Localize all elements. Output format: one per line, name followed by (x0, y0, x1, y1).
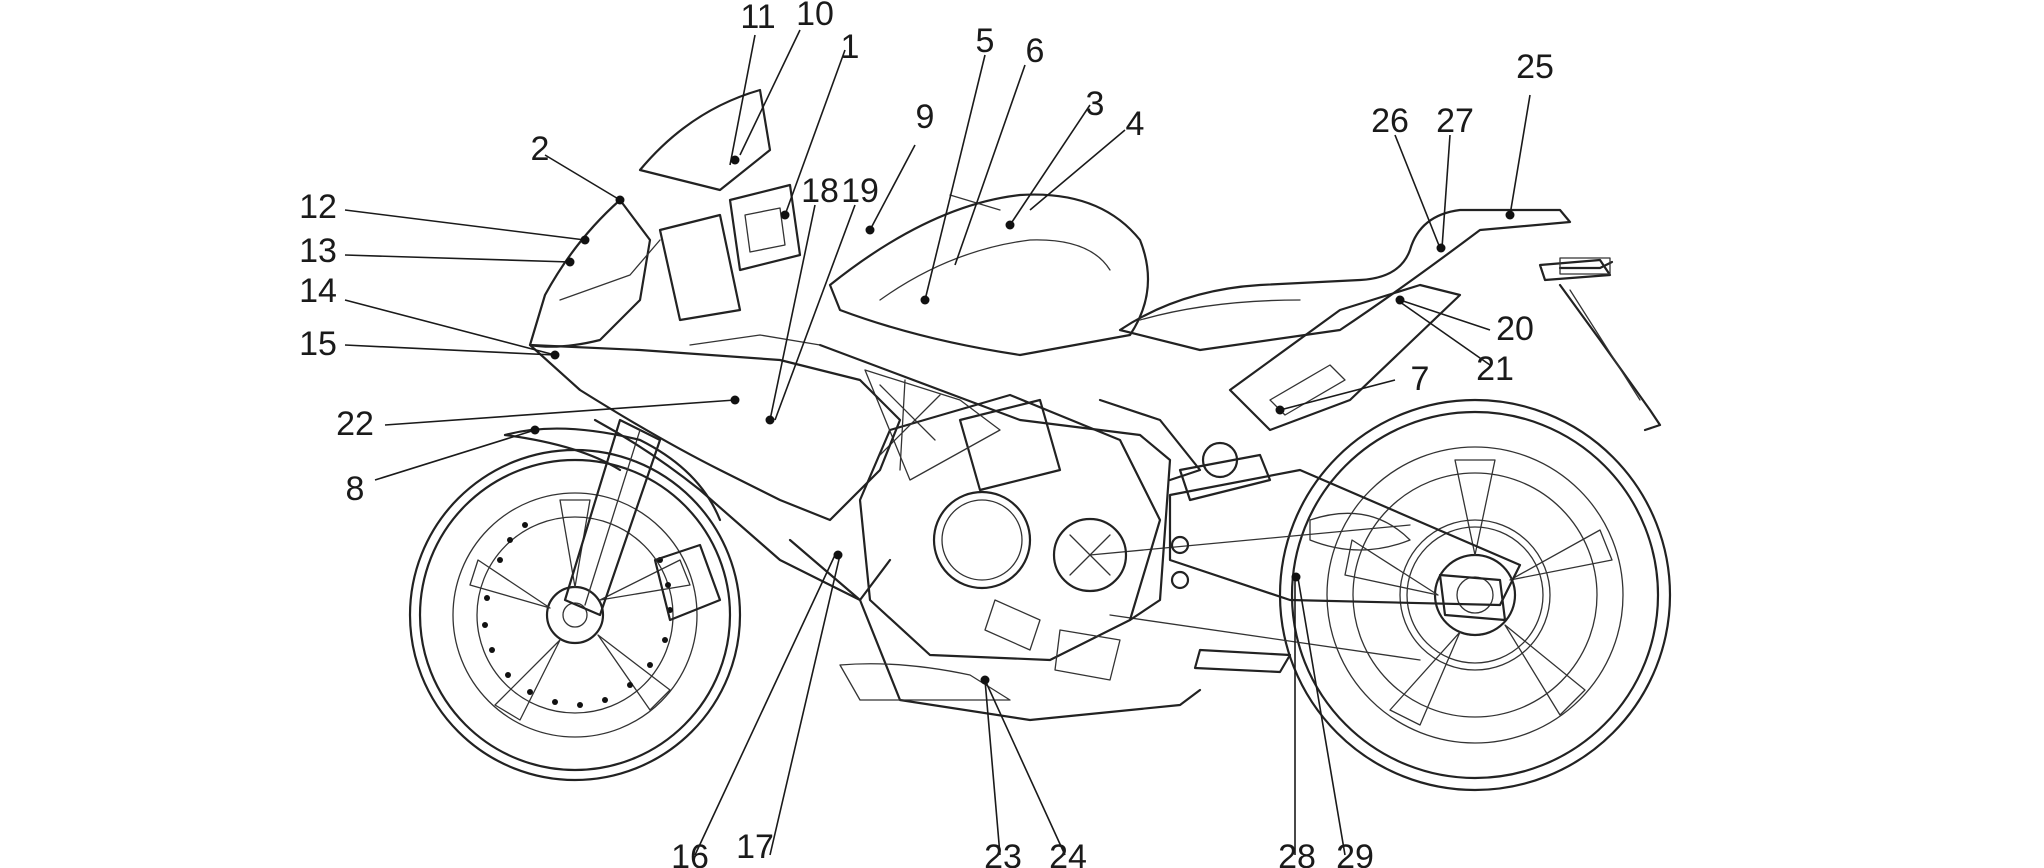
callout-1: 1 (841, 28, 860, 66)
callout-6: 6 (1026, 32, 1045, 70)
leader-24 (984, 679, 1066, 856)
leader-26 (1394, 134, 1441, 249)
callout-25: 25 (1516, 48, 1554, 86)
callout-2: 2 (531, 130, 550, 168)
leader-21 (1399, 301, 1491, 366)
leader-10 (739, 29, 801, 156)
leader-25 (1509, 94, 1531, 216)
callout-14: 14 (299, 272, 337, 310)
swingarm (1168, 468, 1522, 622)
callout-29: 29 (1336, 838, 1374, 868)
motorcycle-drawing (408, 88, 1672, 792)
leader-22 (384, 399, 736, 426)
leader-23 (984, 679, 1001, 856)
rearsets (1170, 453, 1292, 674)
leader-2 (544, 154, 621, 201)
front-fork (503, 418, 722, 622)
callout-4: 4 (1126, 105, 1145, 143)
callout-12: 12 (299, 188, 337, 226)
location-dots (530, 155, 1515, 685)
callout-numbers: 1 2 3 4 5 6 7 8 9 10 11 12 13 14 15 16 1… (299, 0, 1554, 868)
callout-13: 13 (299, 232, 337, 270)
callout-24: 24 (1049, 838, 1087, 868)
tail-bracket (1558, 257, 1614, 275)
seat-tail (1118, 208, 1662, 432)
leader-18 (769, 204, 816, 421)
leader-5 (924, 54, 986, 301)
callout-17: 17 (736, 828, 774, 866)
leader-19 (774, 204, 856, 421)
callout-26: 26 (1371, 102, 1409, 140)
callout-8: 8 (346, 470, 365, 508)
callout-22: 22 (336, 405, 374, 443)
leader-14 (344, 299, 556, 356)
leader-17 (769, 554, 841, 856)
callout-5: 5 (976, 22, 995, 60)
callout-19: 19 (841, 172, 879, 210)
leader-13 (344, 254, 571, 263)
engine (858, 393, 1162, 681)
leader-27 (1441, 134, 1451, 249)
callout-20: 20 (1496, 310, 1534, 348)
leader-3 (1009, 104, 1091, 226)
callout-3: 3 (1086, 85, 1105, 123)
leader-6 (954, 64, 1026, 266)
callout-18: 18 (801, 172, 839, 210)
callout-9: 9 (916, 98, 935, 136)
callout-10: 10 (796, 0, 834, 33)
leader-11 (729, 34, 756, 166)
callout-28: 28 (1278, 838, 1316, 868)
leader-9 (869, 144, 916, 231)
leader-4 (1029, 129, 1126, 211)
callout-21: 21 (1476, 350, 1514, 388)
callout-23: 23 (984, 838, 1022, 868)
leader-16 (694, 554, 836, 856)
fuel-tank (828, 193, 1150, 357)
callout-15: 15 (299, 325, 337, 363)
callout-11: 11 (740, 0, 775, 36)
rear-wheel (1089, 398, 1672, 792)
leader-15 (344, 344, 556, 356)
callout-27: 27 (1436, 102, 1474, 140)
frame (818, 343, 1239, 622)
callout-7: 7 (1411, 360, 1430, 398)
cockpit (658, 183, 802, 322)
leader-12 (344, 209, 586, 241)
leader-29 (1297, 577, 1346, 856)
leader-7 (1279, 379, 1396, 411)
leader-1 (784, 49, 846, 216)
leader-8 (374, 429, 536, 481)
front-wheel (408, 448, 742, 782)
callout-16: 16 (671, 838, 709, 868)
front-fairing (528, 88, 1202, 722)
leader-20 (1399, 299, 1491, 331)
leader-lines (344, 29, 1531, 856)
